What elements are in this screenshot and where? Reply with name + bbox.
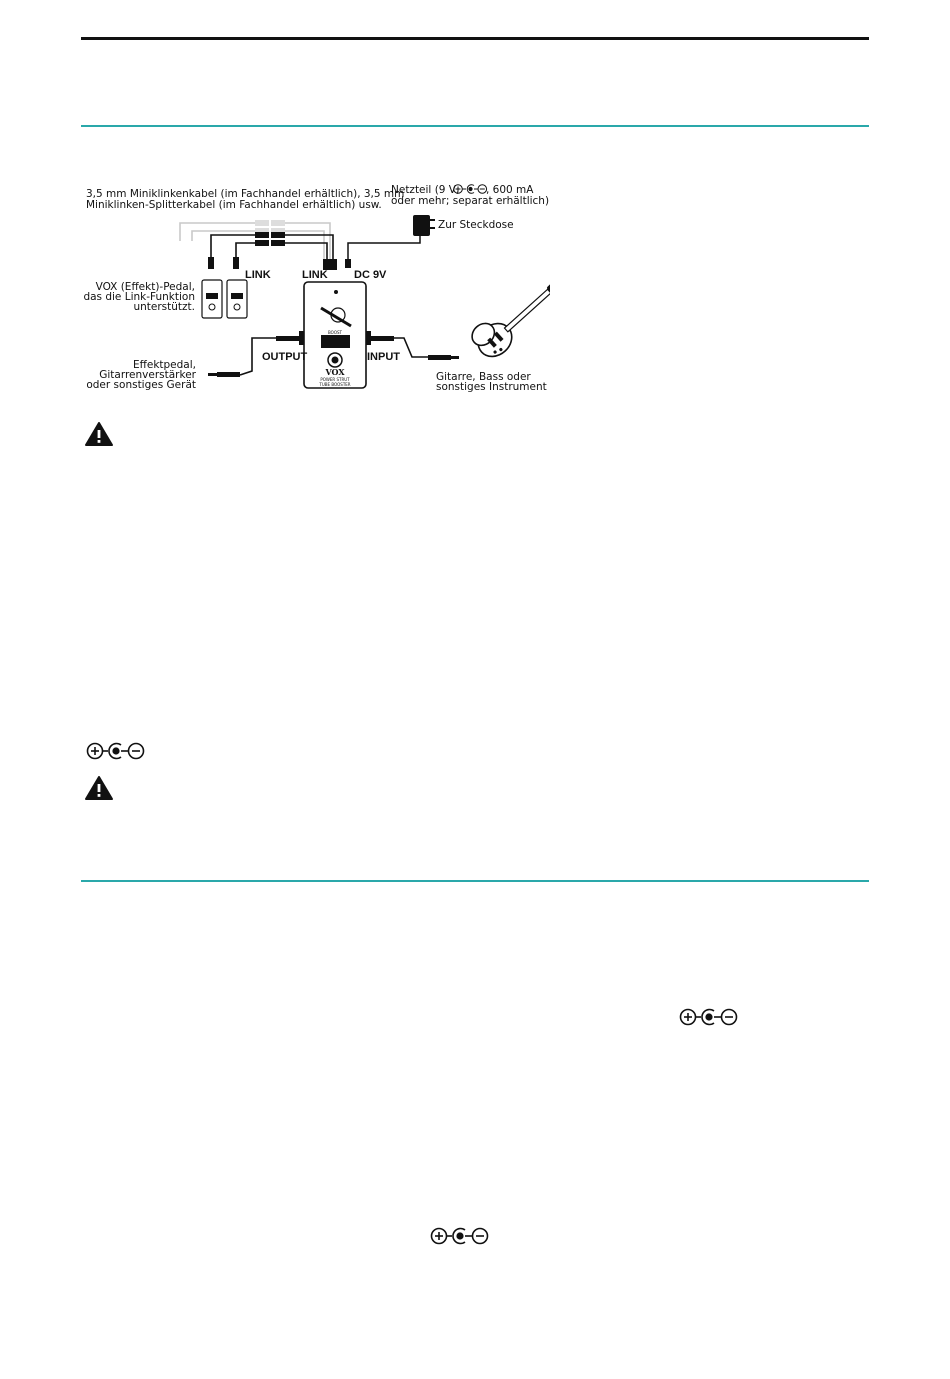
guitar-line1: Gitarre, Bass oder (436, 371, 531, 383)
pedal-brand: VOX (324, 367, 345, 377)
adapter-line1: Netzteil (9 V, (391, 184, 459, 196)
splitter-plugs-gray (255, 220, 285, 234)
ac-adapter (345, 215, 435, 268)
link-plugs-black (208, 232, 337, 270)
section-divider-2 (81, 880, 869, 882)
link-center-label: LINK (302, 269, 328, 281)
input-label: INPUT (367, 351, 400, 363)
output-cable (208, 336, 299, 377)
adapter-line1-rest: , 600 mA (486, 184, 534, 196)
link-left-label: LINK (245, 269, 271, 281)
guitar-illustration (471, 280, 550, 358)
vox-pedal-line3: unterstützt. (133, 301, 195, 313)
vox-pedal-line1: VOX (Effekt)-Pedal, (96, 281, 195, 293)
vox-small-pedals (201, 279, 248, 319)
power-strut-pedal: BOOST VOX POWER STRUT TUBE BOOSTER (299, 281, 371, 389)
pedal-boost-label: BOOST (328, 330, 343, 335)
pedal-model: POWER STRUT (320, 377, 350, 382)
dc-polarity-icon (679, 1008, 738, 1026)
vox-pedal-line2: das die Link-Funktion (83, 291, 195, 303)
output-label: OUTPUT (262, 351, 308, 363)
warning-triangle-icon (85, 776, 113, 800)
section-divider-1 (81, 125, 869, 127)
dc-polarity-icon (430, 1227, 489, 1245)
effect-line1: Effektpedal, (133, 359, 196, 371)
dc-polarity-icon (86, 742, 145, 760)
guitar-line2: sonstiges Instrument (436, 381, 547, 393)
effect-line2: Gitarrenverstärker (99, 369, 196, 381)
warning-triangle-icon (85, 422, 113, 446)
cable-note-line1: 3,5 mm Miniklinkenkabel (im Fachhandel e… (86, 188, 404, 200)
cable-note-line2: Miniklinken-Splitterkabel (im Fachhandel… (86, 199, 382, 211)
connection-diagram: 3,5 mm Miniklinkenkabel (im Fachhandel e… (83, 184, 550, 393)
pedal-sub: TUBE BOOSTER (318, 382, 350, 387)
input-cable (371, 336, 459, 360)
adapter-line2: oder mehr; separat erhältlich) (391, 195, 549, 207)
effect-line3: oder sonstiges Gerät (86, 379, 196, 391)
adapter-polarity-icon (453, 184, 488, 194)
outlet-label: Zur Steckdose (438, 219, 514, 231)
link-cables-black (210, 234, 334, 259)
splitter-cables-gray (179, 222, 331, 259)
dc9v-label: DC 9V (354, 269, 387, 281)
header-rule (81, 37, 869, 40)
